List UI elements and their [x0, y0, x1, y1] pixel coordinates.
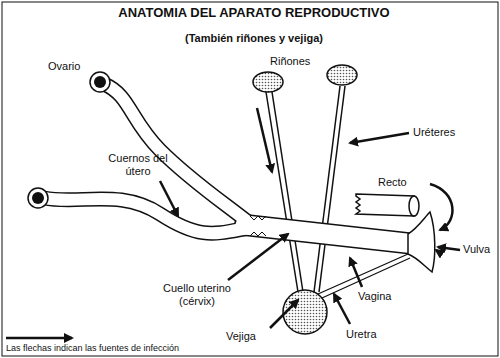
ureters [266, 86, 345, 292]
uterus [44, 84, 415, 244]
part-label: Riñones [270, 55, 310, 68]
part-label: Vagina [358, 290, 391, 303]
part-label: Ovario [48, 60, 80, 73]
ovary [28, 72, 110, 208]
part-label: Cuello uterino (cérvix) [148, 282, 246, 308]
part-label: Recto [378, 176, 407, 189]
vulva-shape [408, 212, 435, 272]
kidney [327, 65, 357, 85]
part-label: Vejiga [226, 330, 256, 343]
cervix-marks [250, 216, 266, 236]
part-label: Vulva [463, 243, 490, 256]
legend-sample [6, 337, 72, 340]
legend-text: Las flechas indican las fuentes de infec… [6, 342, 179, 355]
subtitle: (También riñones y vejiga) [4, 32, 500, 45]
bladder [283, 290, 327, 334]
part-label: Uretra [346, 328, 377, 341]
part-label: Uréteres [413, 126, 455, 139]
rectum [356, 194, 419, 216]
kidney [253, 72, 283, 92]
diagram-title: ANATOMIA DEL APARATO REPRODUCTIVO [4, 6, 500, 19]
part-label: Cuernos del útero [108, 152, 168, 178]
